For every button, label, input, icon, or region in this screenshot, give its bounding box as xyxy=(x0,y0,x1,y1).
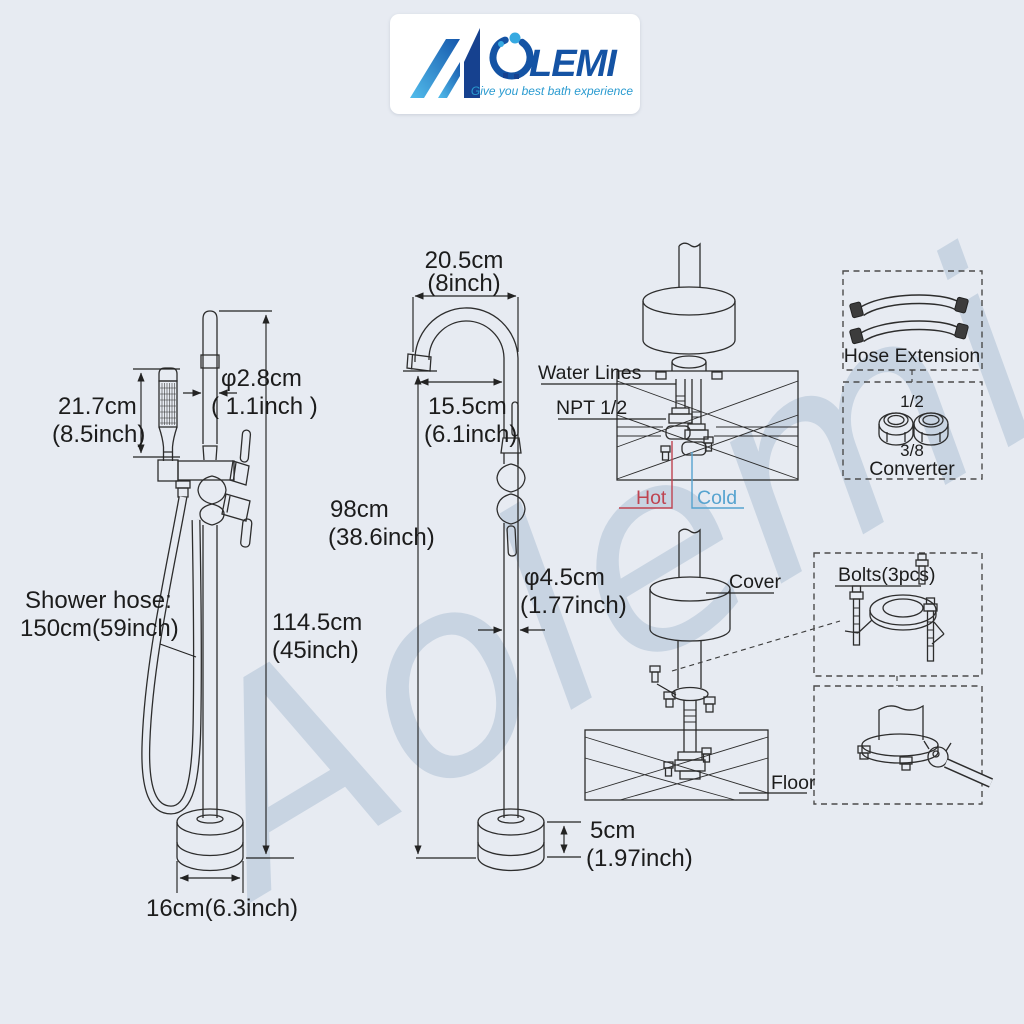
label-converter-half: 1/2 xyxy=(900,392,924,411)
floor-section-bottom xyxy=(584,729,769,801)
dim-left-pipe-cm: φ2.8cm xyxy=(221,365,302,392)
logo-letter-a-icon xyxy=(410,28,480,98)
bolts-pointer-line xyxy=(671,620,841,672)
left-lower-lever xyxy=(240,518,253,548)
dim-reach-inch: (6.1inch) xyxy=(424,421,517,448)
label-bolts: Bolts(3pcs) xyxy=(838,564,936,586)
dim-mid-pipe-inch: (1.77inch) xyxy=(520,592,627,619)
label-floor: Floor xyxy=(771,772,816,794)
middle-temp-rod xyxy=(511,401,519,437)
left-faucet-pipe xyxy=(202,310,218,444)
dim-total-height-inch: (45inch) xyxy=(272,637,359,664)
gooseneck-spout xyxy=(414,307,519,818)
mounting-bolt-3 xyxy=(915,553,929,585)
left-faucet-base xyxy=(176,808,244,872)
left-faucet-column xyxy=(202,525,218,818)
wrench-box xyxy=(813,685,994,805)
wrench-icon xyxy=(923,740,994,788)
dim-height-inch: (38.6inch) xyxy=(328,524,435,551)
label-shower-hose-1: Shower hose: xyxy=(25,587,172,614)
dim-top-width-inch: (8inch) xyxy=(427,270,500,297)
mounting-bolt-2 xyxy=(923,597,938,662)
left-faucet-dimensions: 21.7cm (8.5inch) φ2.8cm ( 1.1inch ) Show… xyxy=(20,310,362,922)
hose-extension-box: Hose Extension xyxy=(842,270,983,371)
included-parts-panel: Hose Extension 1/2 3/8 xyxy=(813,270,994,805)
label-hose-extension: Hose Extension xyxy=(844,345,981,367)
dim-handshower-cm: 21.7cm xyxy=(58,393,137,420)
hand-shower xyxy=(158,367,178,461)
floor-cover-top xyxy=(642,286,736,355)
hot-leader-line xyxy=(619,441,673,509)
installation-diagram-top: Water Lines NPT 1/2 Hot Cold xyxy=(538,242,799,509)
label-cold: Cold xyxy=(697,487,737,509)
dim-height-cm: 98cm xyxy=(330,496,389,523)
middle-faucet-drawing xyxy=(406,307,545,872)
water-line-pipes xyxy=(660,379,714,461)
logo-letter-o-face-icon xyxy=(489,32,534,80)
left-faucet-drawing xyxy=(141,310,253,872)
label-water-lines: Water Lines xyxy=(538,362,642,384)
installation-diagram-bottom: Cover Floor xyxy=(584,528,841,801)
middle-faucet-base xyxy=(477,808,545,872)
label-npt: NPT 1/2 xyxy=(556,397,627,419)
converter-box: 1/2 3/8 Converter xyxy=(842,381,983,480)
label-converter: Converter xyxy=(869,458,955,480)
logo-word: LEMI xyxy=(529,43,618,85)
mounting-bolt-1 xyxy=(849,585,864,646)
floor-cover-bottom xyxy=(649,576,731,642)
dim-reach-cm: 15.5cm xyxy=(428,393,507,420)
dim-left-pipe-inch: ( 1.1inch ) xyxy=(211,393,318,420)
dim-base-height-cm: 5cm xyxy=(590,817,635,844)
middle-lever xyxy=(506,525,517,557)
dim-top-width-cm: 20.5cm xyxy=(425,247,504,274)
dim-base-diameter: 16cm(6.3inch) xyxy=(146,895,298,922)
logo-tagline: Give you best bath experience xyxy=(471,84,633,98)
cold-leader-line xyxy=(691,452,744,509)
left-faucet-body xyxy=(157,429,253,548)
middle-valve-lower xyxy=(496,493,526,525)
dim-total-height-cm: 114.5cm xyxy=(272,609,362,636)
middle-valve-upper xyxy=(496,463,526,493)
dim-mid-pipe-cm: φ4.5cm xyxy=(524,564,605,591)
spout-nozzle xyxy=(406,353,432,372)
dim-base-height-inch: (1.97inch) xyxy=(586,845,693,872)
label-converter-threeeighth: 3/8 xyxy=(900,441,924,460)
left-upper-lever xyxy=(239,429,252,463)
converter-nut-right xyxy=(913,412,949,446)
brand-logo-card: LEMI Give you best bath experience xyxy=(390,14,640,114)
dim-handshower-inch: (8.5inch) xyxy=(52,421,145,448)
converter-nut-left xyxy=(878,412,914,446)
label-shower-hose-2: 150cm(59inch) xyxy=(20,615,179,642)
brand-logo: LEMI Give you best bath experience xyxy=(410,28,633,98)
shower-hose xyxy=(141,496,202,815)
floor-section-top xyxy=(616,370,799,481)
middle-faucet-dimensions: 20.5cm (8inch) 98cm (38.6inch) 15.5cm (6… xyxy=(328,247,693,872)
label-hot: Hot xyxy=(636,487,667,509)
bolts-box: Bolts(3pcs) xyxy=(813,552,983,677)
label-cover: Cover xyxy=(729,571,782,593)
left-pipe-collar xyxy=(200,354,220,369)
